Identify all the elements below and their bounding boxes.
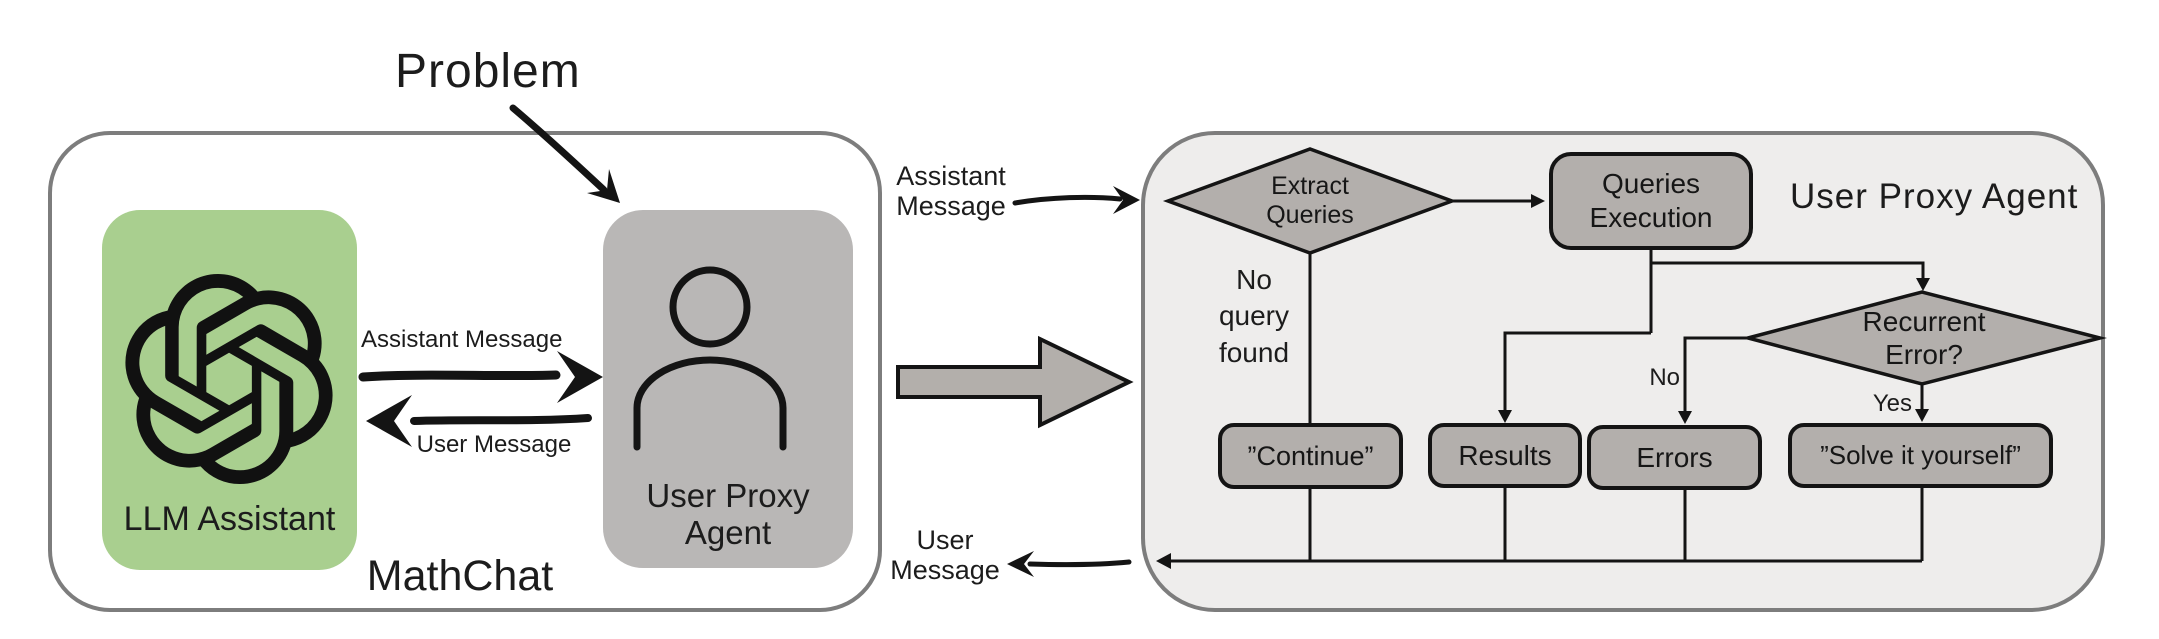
assistant-message-to-panel-label: Assistant Message bbox=[885, 161, 1017, 221]
recurrent-error-line1: Recurrent bbox=[1862, 305, 1986, 337]
errors-node: Errors bbox=[1587, 425, 1762, 490]
assistant-message-label: Assistant Message bbox=[361, 326, 563, 353]
continue-node: ”Continue” bbox=[1218, 423, 1403, 489]
problem-label: Problem bbox=[395, 45, 581, 98]
openai-logo-icon bbox=[125, 274, 333, 484]
user-proxy-agent-label-line2: Agent bbox=[684, 513, 772, 551]
recurrent-error-line2: Error? bbox=[1885, 339, 1963, 370]
assistant-message-to-panel-arrow bbox=[1012, 186, 1140, 214]
user-message-from-panel-arrow bbox=[1007, 551, 1132, 577]
no-query-found-line2: query bbox=[1218, 300, 1290, 332]
person-icon bbox=[633, 266, 787, 451]
block-arrow bbox=[896, 335, 1134, 429]
extract-queries-line2: Queries bbox=[1266, 201, 1354, 229]
mathchat-caption: MathChat bbox=[366, 552, 554, 600]
recurrent-error-label: Recurrent Error? bbox=[1748, 294, 2100, 382]
assistant-message-to-panel-line1: Assistant bbox=[896, 161, 1006, 191]
solve-it-yourself-node: ”Solve it yourself” bbox=[1788, 423, 2053, 488]
no-query-found-line3: found bbox=[1218, 336, 1290, 368]
user-proxy-agent-box: User Proxy Agent bbox=[603, 210, 853, 568]
no-branch-label: No bbox=[1649, 364, 1680, 391]
user-proxy-agent-label-line1: User Proxy bbox=[646, 477, 810, 514]
user-message-label: User Message bbox=[416, 431, 572, 458]
user-proxy-agent-label: User Proxy Agent bbox=[603, 477, 853, 552]
extract-queries-label: Extract Queries bbox=[1168, 151, 1452, 251]
llm-assistant-label: LLM Assistant bbox=[123, 500, 336, 538]
user-message-from-panel-label: User Message bbox=[878, 525, 1012, 585]
panel-title: User Proxy Agent bbox=[1790, 177, 2079, 216]
queries-execution-line1: Queries bbox=[1601, 168, 1701, 200]
yes-branch-label: Yes bbox=[1872, 390, 1912, 417]
assistant-message-to-panel-line2: Message bbox=[896, 191, 1006, 222]
user-message-from-panel-line2: Message bbox=[890, 555, 1000, 586]
user-message-from-panel-line1: User bbox=[916, 525, 974, 555]
results-node: Results bbox=[1428, 423, 1582, 488]
queries-execution-node: Queries Execution bbox=[1549, 152, 1753, 250]
no-query-found-label: No query found bbox=[1198, 262, 1310, 371]
queries-execution-line2: Execution bbox=[1589, 202, 1713, 233]
llm-assistant-box: LLM Assistant bbox=[102, 210, 357, 570]
no-query-found-line1: No bbox=[1236, 264, 1272, 295]
extract-queries-line1: Extract bbox=[1271, 171, 1349, 200]
